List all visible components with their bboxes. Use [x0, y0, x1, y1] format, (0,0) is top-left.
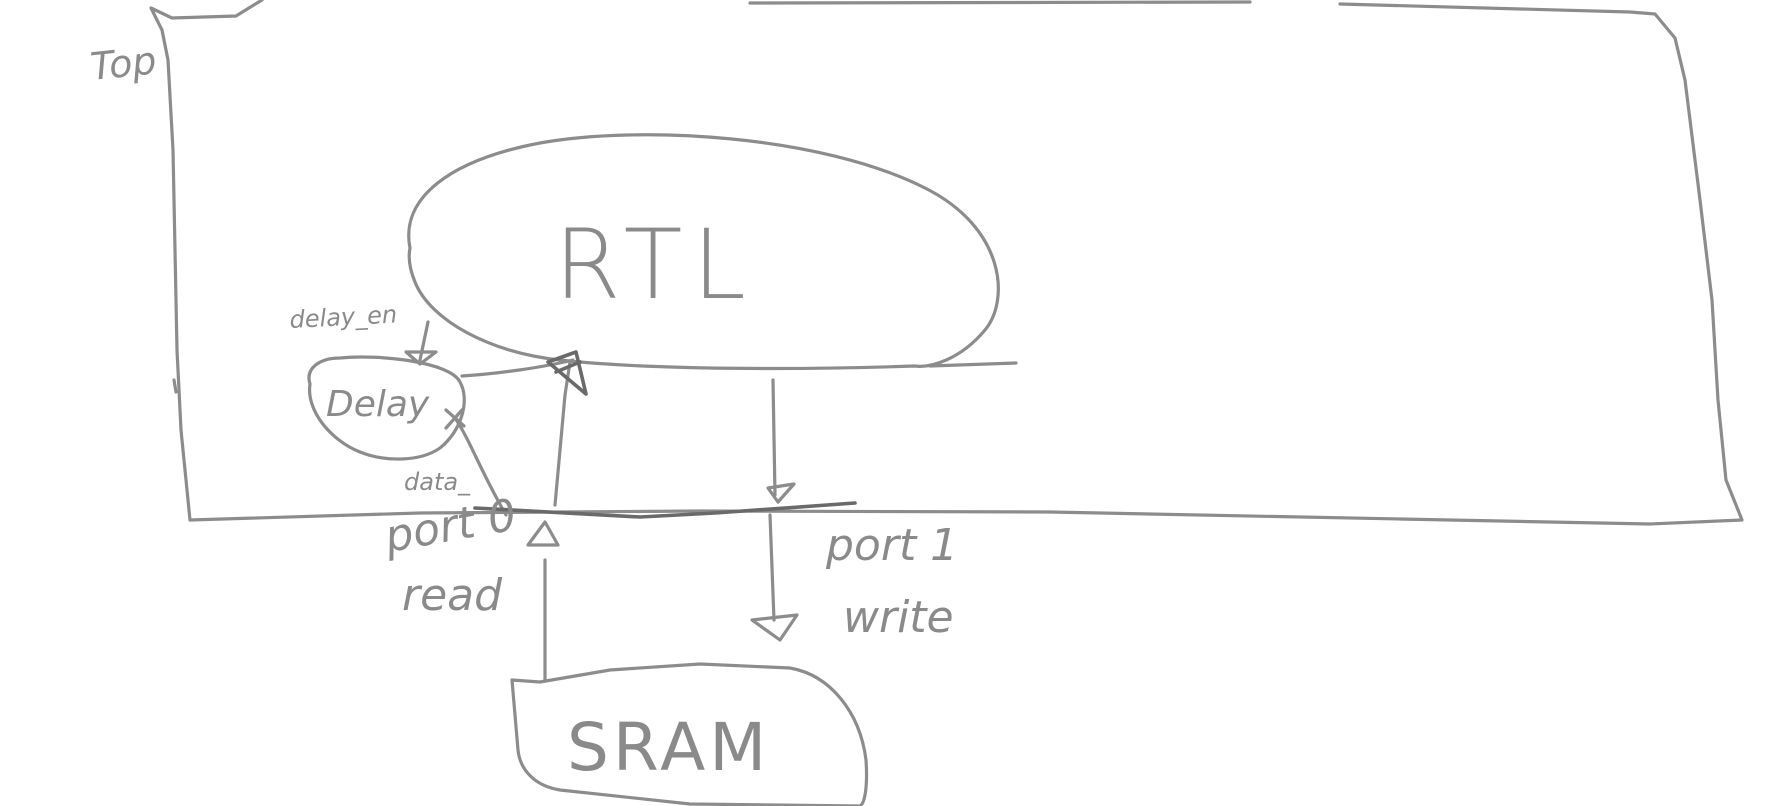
read-label: read [402, 570, 503, 621]
top-module-boundary [149, 0, 1744, 526]
rtl-label: RTL [554, 209, 756, 321]
sram-label: SRAM [567, 709, 770, 786]
delay-en-arrow [404, 320, 438, 366]
delay-label: Delay [326, 384, 430, 425]
delay-x-mark [444, 408, 466, 430]
delay-en-label: delay_en [289, 300, 398, 334]
port0-label: port 0 [380, 490, 520, 563]
rtl-block-outline [407, 133, 1000, 371]
stray-mark-left-edge [172, 378, 178, 394]
read-arrowhead-rtl [546, 350, 588, 396]
port-rail [473, 501, 857, 519]
rtl-write-wire [771, 378, 777, 497]
stray-mark-right [928, 361, 1018, 368]
port1-label: port 1 [825, 520, 958, 571]
rtl-write-arrowhead [766, 482, 796, 504]
port1-write-arrowhead [750, 613, 799, 642]
port1-write-wire [768, 513, 776, 622]
sram-block-outline [510, 662, 869, 806]
delay-block-outline [307, 355, 466, 461]
read-wire-to-rtl [553, 360, 572, 507]
top-label: Top [88, 38, 158, 89]
data-label: data_ [404, 468, 471, 496]
write-label: write [843, 592, 954, 643]
delay-to-rtl-wire [460, 358, 575, 378]
data-wire-to-delay [453, 416, 508, 517]
port0-arrowhead [526, 520, 560, 547]
